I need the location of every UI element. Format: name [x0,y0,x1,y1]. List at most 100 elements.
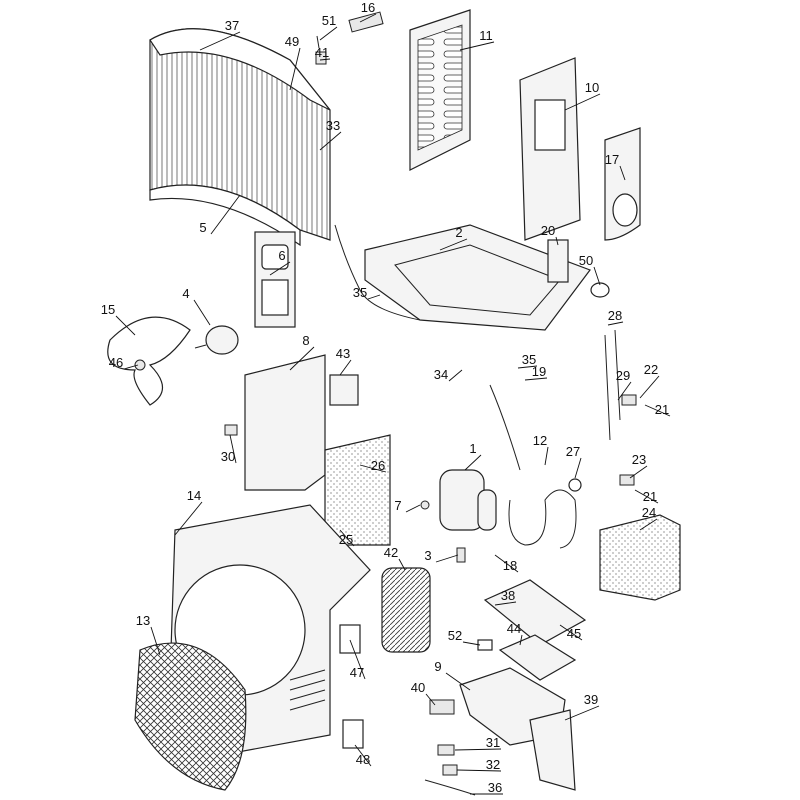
callout-10: 10 [585,80,599,95]
leader-line [339,359,352,376]
leader-line [199,31,241,51]
callout-25: 25 [339,532,353,547]
valve-cover-bulge [612,193,638,227]
clamp-31 [437,744,455,756]
accumulator [477,489,497,531]
clamp-32 [442,764,458,776]
callout-6: 6 [278,248,285,263]
callout-28: 28 [608,308,622,323]
callout-18: 18 [503,558,517,573]
callout-21: 21 [643,489,657,504]
leader-lines [115,13,671,795]
terminal-block-20 [547,239,569,283]
leader-line [517,365,538,369]
leader-line [289,346,315,371]
bracket-window-2 [261,279,289,316]
leader-line [435,554,459,563]
callout-26: 26 [371,458,385,473]
leader-line [174,501,203,536]
bracket-window [261,244,289,270]
valve-22 [621,394,637,406]
callout-38: 38 [501,588,515,603]
leader-line [425,693,436,706]
leader-line [593,266,601,286]
plate-39 [529,709,576,791]
label-sticker-47 [339,624,361,654]
callout-17: 17 [605,152,619,167]
callout-49: 49 [285,34,299,49]
leader-line [448,369,463,382]
leader-line [454,748,502,751]
leader-line [339,529,355,547]
insulation-24 [599,514,681,601]
callout-13: 13 [136,613,150,628]
leader-line [607,321,624,326]
leader-line [398,558,406,571]
coil-top-plate [149,28,331,111]
leader-line [319,131,342,151]
insulation-25 [324,434,391,546]
leader-line [639,518,658,531]
callout-35: 35 [522,352,536,367]
leader-line [462,641,481,646]
wire-36 [424,779,476,796]
leader-line [564,93,601,111]
callout-32: 32 [486,757,500,772]
partition-8 [244,354,326,491]
fan-motor-4 [205,325,239,355]
callout-1: 1 [469,441,476,456]
terminal-40 [429,699,455,715]
leader-line [289,47,301,91]
leader-line [456,769,502,772]
callout-20: 20 [541,223,555,238]
leader-line [634,489,659,504]
callout-3: 3 [424,548,431,563]
leader-line [405,504,421,513]
leader-line [639,375,660,399]
callout-51: 51 [322,13,336,28]
callout-16: 16 [361,0,375,15]
callout-44: 44 [507,621,521,636]
callout-36: 36 [488,780,502,795]
callout-35: 35 [353,285,367,300]
fan-nut-46 [134,359,146,371]
leader-line [150,626,161,656]
callout-30: 30 [221,449,235,464]
callout-47: 47 [350,665,364,680]
callout-48: 48 [356,752,370,767]
callout-41: 41 [315,45,329,60]
leader-line [439,238,468,251]
leader-line [464,454,482,471]
leader-line [319,58,331,61]
leader-line [193,299,211,326]
callout-15: 15 [101,302,115,317]
leader-line [123,364,139,370]
leader-line [494,554,519,573]
callout-8: 8 [302,333,309,348]
callout-12: 12 [533,433,547,448]
callout-42: 42 [384,545,398,560]
leader-line [564,705,600,721]
callout-27: 27 [566,444,580,459]
callout-19: 19 [532,364,546,379]
leader-line [519,634,523,646]
leader-line [644,404,671,417]
callout-50: 50 [579,253,593,268]
callout-7: 7 [394,498,401,513]
leader-line [359,13,377,23]
grommet-3 [456,547,466,563]
back-panel-opening [534,99,566,151]
label-sticker-48 [342,719,364,749]
piping-12 [508,489,577,549]
board-38 [483,579,587,646]
leader-line [269,261,291,276]
leader-line [555,236,559,246]
fan-blade-15 [107,316,191,406]
callout-43: 43 [336,346,350,361]
part-30 [224,424,238,436]
leader-line [115,315,136,336]
base-plate-2 [364,224,591,331]
callout-14: 14 [187,488,201,503]
leader-line [617,381,632,401]
